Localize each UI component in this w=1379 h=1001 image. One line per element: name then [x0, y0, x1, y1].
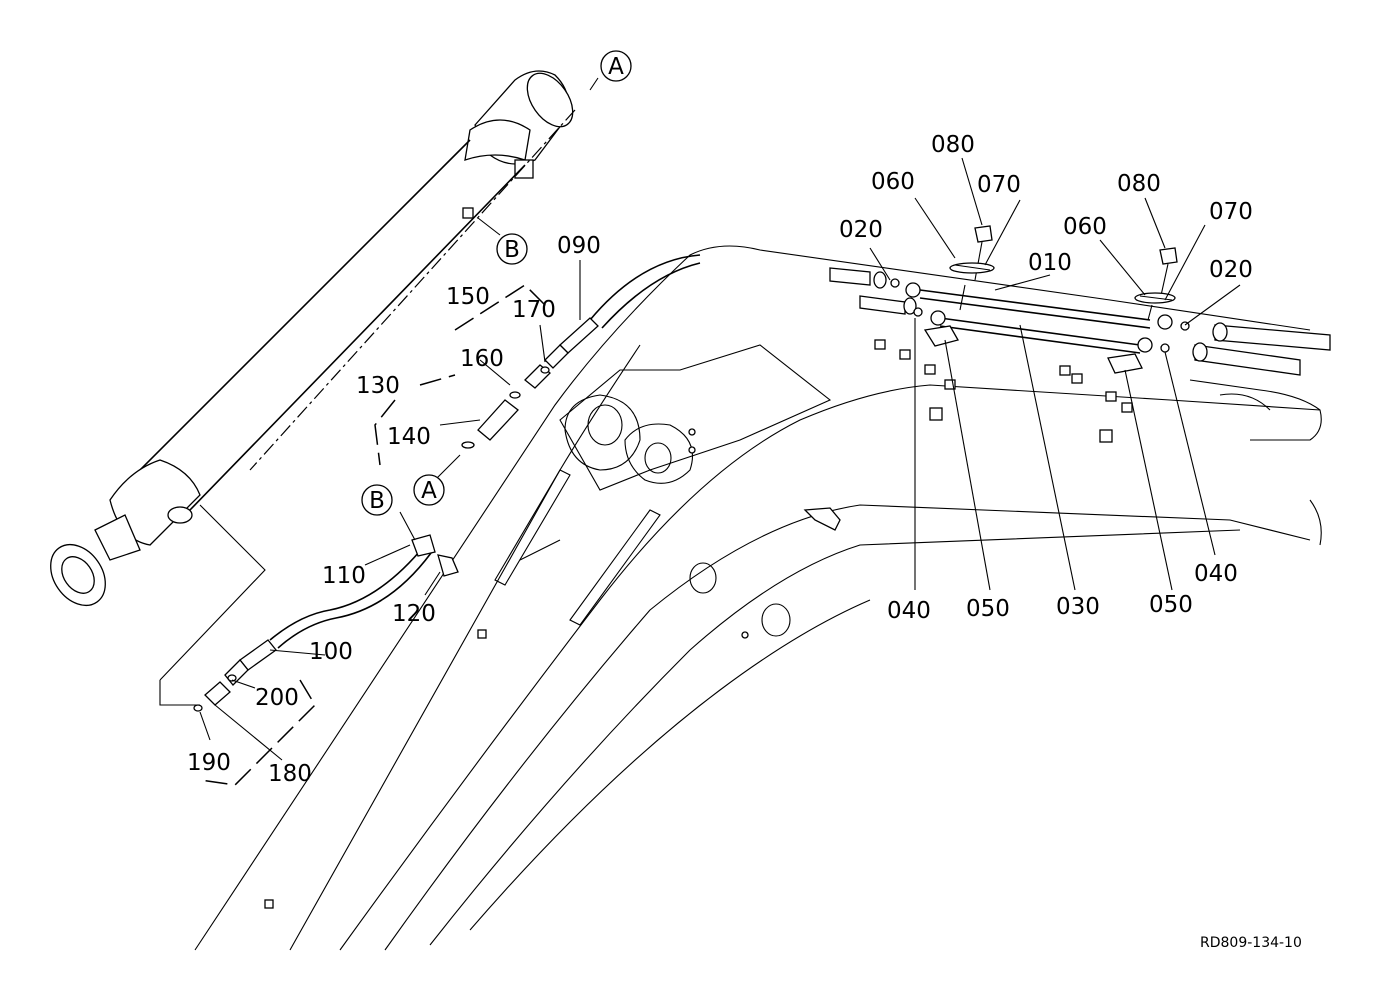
label-180: 180 — [268, 761, 312, 787]
svg-text:A: A — [421, 478, 437, 504]
label-190: 190 — [187, 750, 231, 776]
label-030: 030 — [1056, 594, 1100, 620]
pipe-assemblies — [829, 225, 1331, 376]
label-160: 160 — [460, 346, 504, 372]
part-labels: 090 150 170 160 130 140 110 120 100 200 … — [187, 132, 1253, 787]
label-120: 120 — [392, 601, 436, 627]
svg-text:B: B — [369, 488, 385, 514]
callout-a-bottom: A — [413, 474, 445, 506]
boom-arm-structure — [194, 245, 1322, 951]
label-070-right: 070 — [1209, 199, 1253, 225]
svg-text:B: B — [504, 237, 520, 263]
label-130: 130 — [356, 373, 400, 399]
label-040-left: 040 — [887, 598, 931, 624]
label-070-left: 070 — [977, 172, 1021, 198]
label-060-right: 060 — [1063, 214, 1107, 240]
kit-brackets — [199, 284, 551, 786]
label-080-right: 080 — [1117, 171, 1161, 197]
label-050-left: 050 — [966, 596, 1010, 622]
callout-b-bottom: B — [361, 484, 393, 516]
label-020-left: 020 — [839, 217, 883, 243]
label-010: 010 — [1028, 250, 1072, 276]
label-150: 150 — [446, 284, 490, 310]
label-040-right: 040 — [1194, 561, 1238, 587]
document-id: RD809-134-10 — [1200, 935, 1302, 951]
label-170: 170 — [512, 297, 556, 323]
hose-assemblies — [193, 254, 701, 712]
label-140: 140 — [387, 424, 431, 450]
callout-a-top: A — [600, 50, 632, 82]
label-100: 100 — [309, 639, 353, 665]
hydraulic-cylinder — [50, 70, 576, 606]
callout-b-top: B — [496, 233, 528, 265]
label-090: 090 — [557, 233, 601, 259]
label-020-right: 020 — [1209, 257, 1253, 283]
label-080-left: 080 — [931, 132, 975, 158]
label-110: 110 — [322, 563, 366, 589]
svg-text:A: A — [608, 54, 624, 80]
leader-lines — [159, 77, 1241, 761]
label-050-right: 050 — [1149, 592, 1193, 618]
label-060-left: 060 — [871, 169, 915, 195]
label-200: 200 — [255, 685, 299, 711]
